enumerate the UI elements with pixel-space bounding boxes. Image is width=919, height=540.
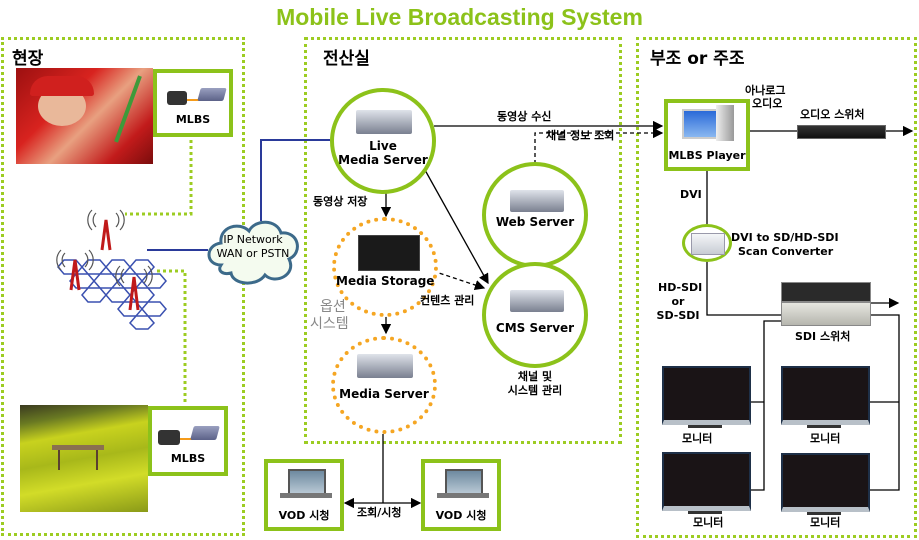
monitor-4[interactable] bbox=[781, 453, 870, 515]
sdi-label-line3: SD-SDI bbox=[656, 309, 700, 322]
diagram-title: Mobile Live Broadcasting System bbox=[276, 4, 643, 30]
mlbs-bottom-label: MLBS bbox=[170, 452, 206, 465]
camcorder-icon bbox=[158, 430, 180, 445]
link-converter-sdi bbox=[706, 262, 784, 316]
tv-icon bbox=[781, 366, 870, 425]
analog-audio-line2: 오디오 bbox=[752, 97, 783, 110]
cms-caption-line1: 채널 및 bbox=[517, 370, 553, 383]
option-system-line2: 시스템 bbox=[310, 316, 349, 332]
tv-icon bbox=[662, 366, 751, 425]
monitor-2-label: 모니터 bbox=[810, 432, 841, 445]
analog-audio-line1: 아나로그 bbox=[745, 84, 786, 97]
web-server-label: Web Server bbox=[495, 215, 575, 229]
link-live-cms bbox=[424, 169, 489, 285]
zone-field-title: 현장 bbox=[12, 49, 44, 69]
vod-client-left[interactable]: VOD 시청 bbox=[264, 459, 344, 531]
link-sdi-right-monitors bbox=[868, 314, 900, 491]
zone-control-room-title: 부조 or 주조 bbox=[650, 49, 745, 69]
link-mlbs-top-tower bbox=[125, 140, 193, 216]
dvi-label: DVI bbox=[680, 188, 702, 201]
cloud-line1: IP Network bbox=[223, 233, 283, 246]
vod-client-right[interactable]: VOD 시청 bbox=[421, 459, 501, 531]
edge-label-vod: 조회/시청 bbox=[357, 506, 402, 519]
converter-box-icon bbox=[691, 233, 725, 255]
cms-server-label: CMS Server bbox=[495, 321, 575, 335]
media-server-label: Media Server bbox=[339, 387, 429, 401]
mlbs-player[interactable]: MLBS Player bbox=[664, 99, 750, 171]
mlbs-device-top[interactable]: MLBS bbox=[153, 69, 233, 137]
link-channel-info bbox=[534, 127, 664, 164]
rack-server-icon bbox=[510, 290, 564, 312]
tv-icon bbox=[662, 452, 751, 511]
encoder-icon bbox=[197, 88, 227, 101]
vod-left-label: VOD 시청 bbox=[278, 509, 330, 522]
ip-network-cloud: IP Network WAN or PSTN bbox=[203, 215, 303, 285]
link-cloud-live-server bbox=[260, 139, 330, 221]
mlbs-player-label: MLBS Player bbox=[668, 149, 746, 162]
sdi-switcher-label: SDI 스위처 bbox=[795, 330, 851, 343]
cms-caption-line2: 시스템 관리 bbox=[507, 384, 563, 397]
cms-server[interactable]: CMS Server bbox=[482, 262, 588, 368]
edge-label-channel-info: 채널 정보 조회 bbox=[546, 129, 615, 142]
monitor-3-label: 모니터 bbox=[693, 516, 724, 529]
zone-field bbox=[1, 37, 245, 536]
option-system-line1: 옵션 bbox=[320, 299, 346, 315]
vod-right-label: VOD 시청 bbox=[435, 509, 487, 522]
sdi-switcher-panel bbox=[781, 282, 871, 302]
desktop-pc-icon bbox=[682, 109, 718, 139]
monitor-1-label: 모니터 bbox=[682, 432, 713, 445]
zone-computer-room bbox=[304, 37, 622, 444]
mlbs-top-label: MLBS bbox=[175, 113, 211, 126]
zone-computer-room-title: 전산실 bbox=[323, 49, 370, 69]
tv-icon bbox=[781, 453, 870, 512]
scan-converter-line1: DVI to SD/HD-SDI bbox=[731, 231, 839, 244]
audio-switcher-device bbox=[797, 125, 886, 139]
monitor-2[interactable] bbox=[781, 366, 870, 428]
camcorder-icon bbox=[167, 91, 187, 105]
sdi-label-line1: HD-SDI bbox=[658, 281, 703, 294]
sdi-label-line2: or bbox=[671, 295, 685, 308]
media-storage[interactable]: Media Storage bbox=[332, 217, 438, 317]
encoder-icon bbox=[190, 426, 220, 440]
rack-server-icon bbox=[510, 190, 564, 212]
edge-label-video-store: 동영상 저장 bbox=[313, 195, 368, 208]
live-media-server[interactable]: Live Media Server bbox=[330, 88, 436, 194]
media-server[interactable]: Media Server bbox=[331, 336, 437, 434]
cloud-line2: WAN or PSTN bbox=[216, 247, 290, 260]
edge-label-content-manage: 컨텐츠 관리 bbox=[420, 294, 475, 307]
monitor-3[interactable] bbox=[662, 452, 751, 514]
laptop-icon bbox=[445, 469, 483, 495]
zone-control-room bbox=[636, 37, 917, 538]
rack-server-icon bbox=[357, 354, 413, 378]
sdi-switcher-rear[interactable] bbox=[781, 302, 871, 326]
photo-field-crowd bbox=[16, 68, 153, 164]
storage-array-icon bbox=[358, 235, 420, 271]
scan-converter-line2: Scan Converter bbox=[738, 245, 834, 258]
mlbs-device-bottom[interactable]: MLBS bbox=[148, 406, 228, 476]
laptop-icon bbox=[288, 469, 326, 495]
edge-label-video-receive: 동영상 수신 bbox=[497, 110, 552, 123]
media-storage-label: Media Storage bbox=[336, 274, 435, 288]
audio-switcher-label: 오디오 스위처 bbox=[800, 108, 865, 121]
monitor-4-label: 모니터 bbox=[810, 516, 841, 529]
live-media-server-line2: Media Server bbox=[338, 153, 428, 167]
photo-field-landscape bbox=[20, 405, 148, 512]
rack-server-icon bbox=[356, 110, 412, 134]
link-sdi-left-monitors bbox=[748, 320, 784, 491]
link-content-manage bbox=[432, 270, 486, 291]
web-server[interactable]: Web Server bbox=[482, 162, 588, 268]
live-media-server-line1: Live bbox=[369, 139, 397, 153]
monitor-1[interactable] bbox=[662, 366, 751, 428]
cellular-network bbox=[44, 205, 169, 330]
scan-converter[interactable] bbox=[682, 224, 732, 262]
